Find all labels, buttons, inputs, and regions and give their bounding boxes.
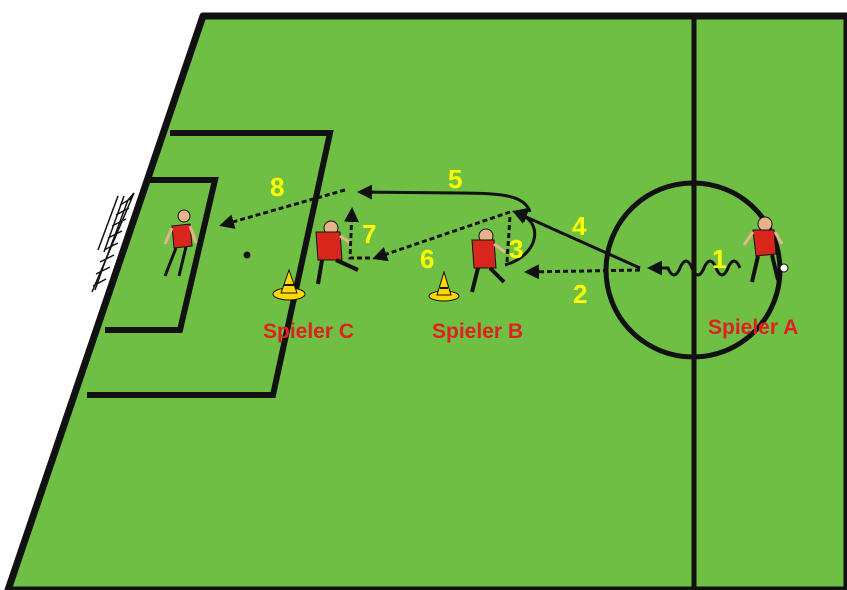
player-label-a: Spieler A [708, 316, 798, 339]
step-label: 2 [573, 279, 587, 309]
step-label: 5 [448, 164, 462, 194]
step-label: 7 [362, 219, 376, 249]
step-label: 3 [509, 234, 523, 264]
step-label: 4 [572, 211, 587, 241]
arrow-2-pass [527, 270, 640, 272]
step-label: 8 [270, 172, 284, 202]
step-label: 1 [712, 244, 726, 274]
ball-icon [244, 252, 251, 259]
player-label-b: Spieler B [432, 320, 523, 343]
field [8, 16, 847, 590]
player-label-c: Spieler C [263, 320, 354, 343]
step-label: 6 [420, 244, 434, 274]
